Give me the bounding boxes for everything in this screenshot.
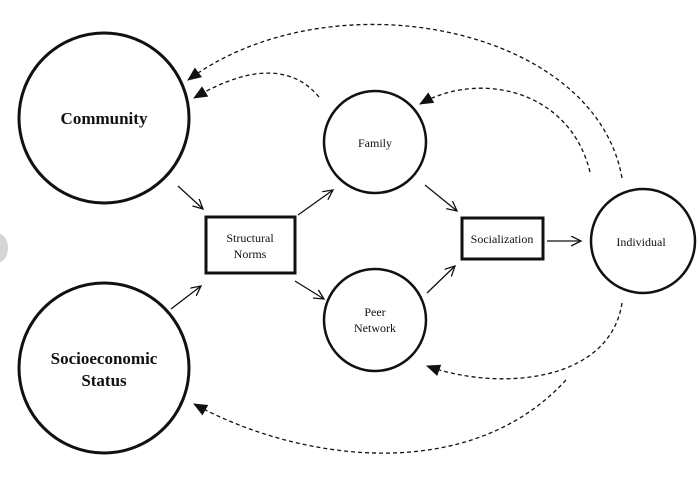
community-label: Community: [61, 109, 148, 128]
peer-network-label-line2: Network: [354, 321, 396, 335]
socialization-label: Socialization: [471, 232, 534, 246]
arrow-peer-to-socialization: [426, 266, 455, 294]
feedback-individual-to-community: [187, 23, 623, 179]
arrow-community-to-norms: [177, 185, 203, 209]
community-node: [17, 31, 191, 205]
family-label: Family: [358, 136, 392, 150]
arrow-family-to-socialization: [424, 184, 457, 211]
edge-tab: [0, 234, 8, 262]
individual-node: [589, 187, 697, 295]
socialization-node: [460, 216, 545, 261]
structural-norms-label-line1: Structural: [226, 231, 274, 245]
feedback-family-to-community: [193, 72, 320, 99]
family-node: [322, 89, 428, 195]
peer-network-node: [322, 267, 428, 373]
structural-norms-node: [204, 215, 297, 275]
arrow-norms-to-peer: [294, 280, 324, 299]
peer-network-label-line1: Peer: [364, 305, 385, 319]
socioeconomic-label-line1: Socioeconomic: [51, 349, 158, 368]
arrow-norms-to-family: [297, 190, 333, 216]
socioeconomic-node: [17, 281, 191, 455]
socioeconomic-label-line2: Status: [81, 371, 127, 390]
feedback-individual-to-peer: [426, 302, 623, 380]
individual-label: Individual: [616, 235, 666, 249]
arrow-ses-to-norms: [170, 286, 201, 310]
structural-norms-label-line2: Norms: [234, 247, 267, 261]
feedback-individual-to-family: [419, 87, 591, 173]
feedback-individual-to-ses: [193, 379, 567, 454]
